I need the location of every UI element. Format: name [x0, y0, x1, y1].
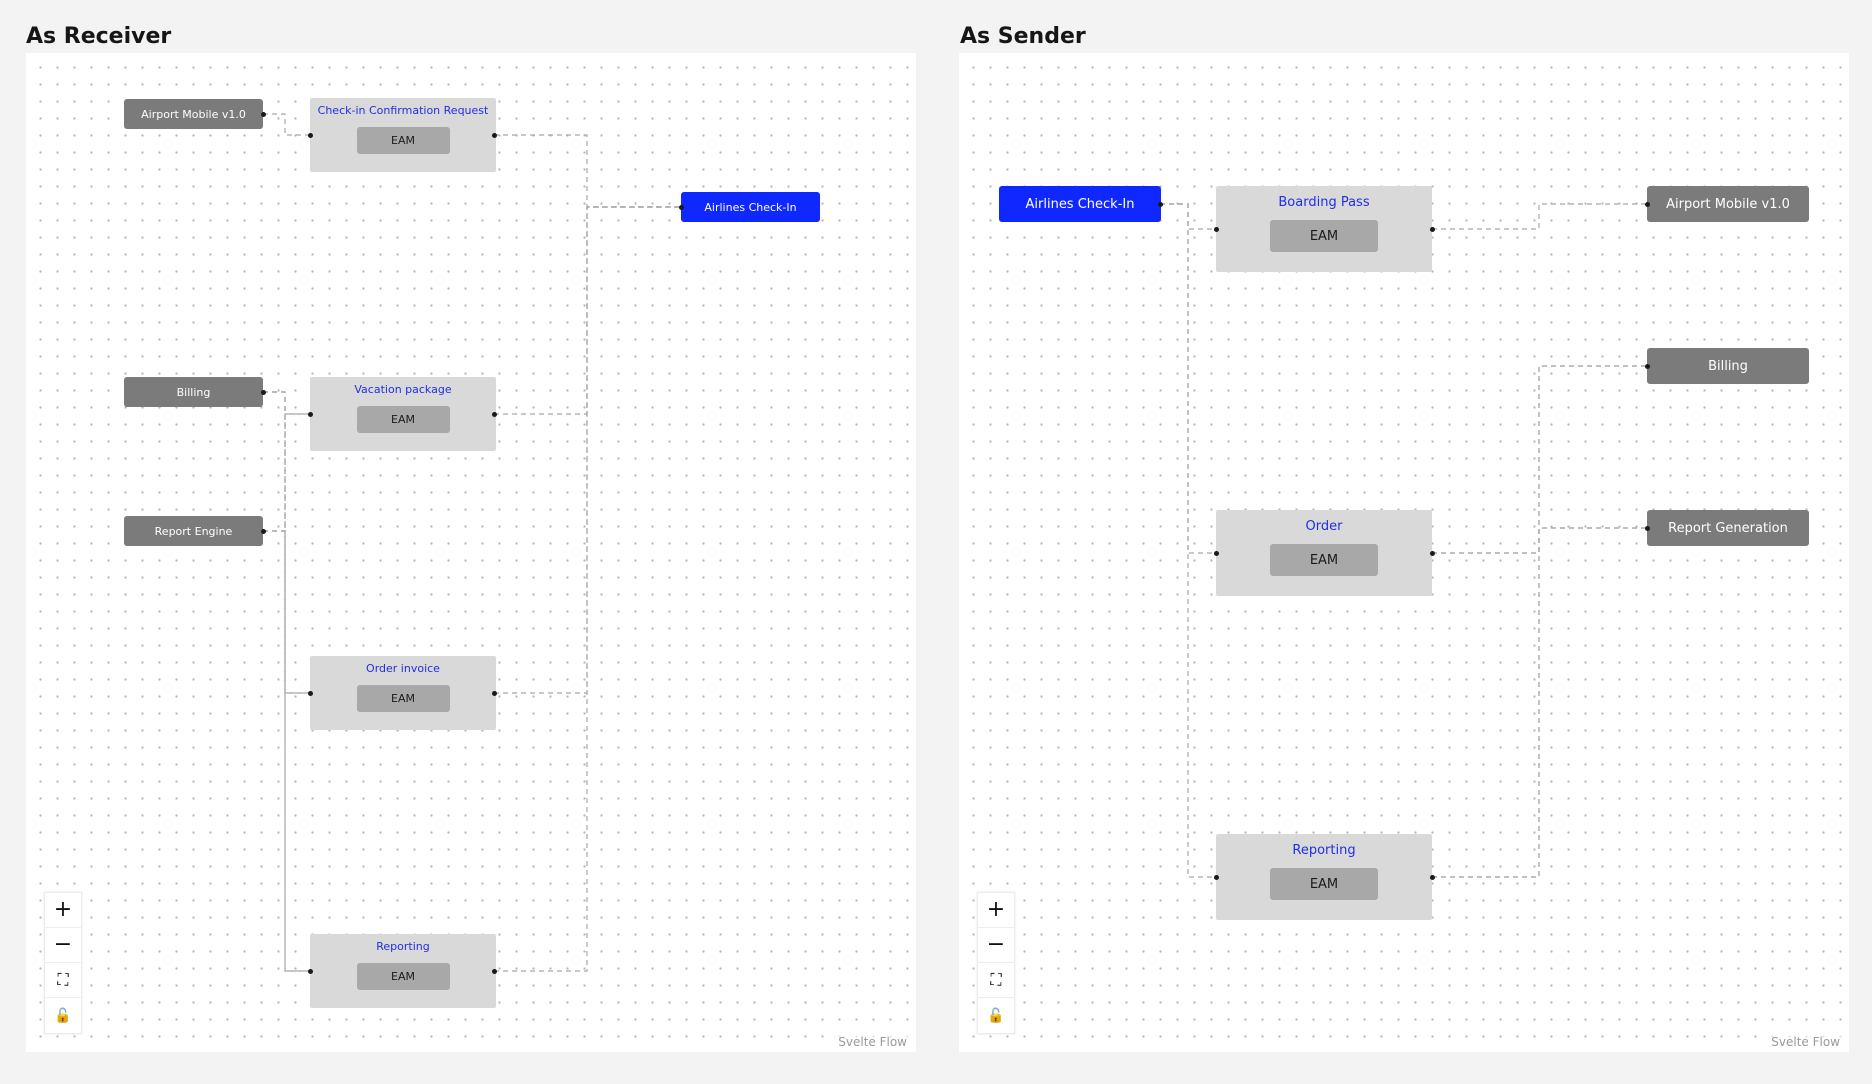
source-handle[interactable] [260, 528, 266, 534]
edge-boarding-pass-to-airport-mobile [1432, 203, 1647, 230]
edge-reporting-to-airlines-checkin [494, 206, 681, 972]
fit-view-button[interactable]: ⛶ [978, 963, 1014, 998]
source-handle[interactable] [491, 411, 497, 417]
edge-reporting-to-report-generation [1432, 527, 1647, 878]
edge-airport-mobile-to-checkin-confirmation [263, 113, 310, 136]
node-airlines-checkin[interactable]: Airlines Check-In [681, 192, 820, 222]
source-handle[interactable] [1429, 874, 1435, 880]
eam-tag[interactable]: EAM [356, 406, 450, 433]
group-vacation-package[interactable]: Vacation package EAM [310, 377, 496, 451]
receiver-edges [263, 113, 681, 972]
edge-report-engine-to-vacation-package [263, 413, 310, 532]
edge-billing-to-vacation-package [263, 391, 310, 415]
target-handle[interactable] [307, 968, 313, 974]
node-airport-mobile[interactable]: Airport Mobile v1.0 [1647, 186, 1809, 222]
source-handle[interactable] [1157, 201, 1163, 207]
zoom-in-button[interactable]: + [978, 893, 1014, 928]
group-title: Reporting [376, 940, 430, 953]
eam-tag[interactable]: EAM [1270, 220, 1378, 252]
edge-checkin-confirmation-to-airlines-checkin [494, 134, 681, 208]
receiver-title: As Receiver [26, 24, 172, 49]
group-title: Reporting [1292, 843, 1356, 858]
source-handle[interactable] [1429, 226, 1435, 232]
receiver-flow-canvas[interactable]: Airport Mobile v1.0 Billing Report Engin… [26, 53, 916, 1052]
edge-vacation-package-to-airlines-checkin [494, 206, 681, 415]
target-handle[interactable] [1213, 550, 1219, 556]
node-report-generation[interactable]: Report Generation [1647, 510, 1809, 546]
zoom-in-button[interactable]: + [45, 893, 81, 928]
source-handle[interactable] [491, 968, 497, 974]
node-billing[interactable]: Billing [1647, 348, 1809, 384]
eam-tag[interactable]: EAM [1270, 544, 1378, 576]
group-title: Order [1305, 519, 1343, 534]
group-checkin-confirmation-request[interactable]: Check-in Confirmation Request EAM [310, 98, 496, 172]
sender-title: As Sender [960, 24, 1086, 49]
target-handle[interactable] [1213, 874, 1219, 880]
group-title: Vacation package [354, 383, 452, 396]
group-title: Order invoice [366, 662, 440, 675]
group-order-invoice[interactable]: Order invoice EAM [310, 656, 496, 730]
lock-button[interactable]: 🔓 [978, 998, 1014, 1033]
flow-controls: + − ⛶ 🔓 [44, 892, 82, 1034]
target-handle[interactable] [1644, 363, 1650, 369]
svelte-flow-attribution[interactable]: Svelte Flow [1768, 1034, 1843, 1050]
zoom-out-button[interactable]: − [978, 928, 1014, 963]
target-handle[interactable] [1644, 201, 1650, 207]
group-boarding-pass[interactable]: Boarding Pass EAM [1216, 186, 1432, 272]
eam-tag[interactable]: EAM [356, 963, 450, 990]
source-handle[interactable] [491, 690, 497, 696]
zoom-out-button[interactable]: − [45, 928, 81, 963]
target-handle[interactable] [307, 411, 313, 417]
sender-edges [1160, 203, 1647, 878]
fit-view-button[interactable]: ⛶ [45, 963, 81, 998]
target-handle[interactable] [307, 132, 313, 138]
edge-airlines-checkin-to-reporting [1160, 203, 1216, 878]
eam-tag[interactable]: EAM [356, 127, 450, 154]
source-handle[interactable] [260, 111, 266, 117]
edge-report-engine-to-order-invoice [263, 530, 310, 694]
eam-tag[interactable]: EAM [1270, 868, 1378, 900]
group-order[interactable]: Order EAM [1216, 510, 1432, 596]
eam-tag[interactable]: EAM [356, 685, 450, 712]
node-report-engine[interactable]: Report Engine [124, 516, 263, 546]
flow-controls: + − ⛶ 🔓 [977, 892, 1015, 1034]
group-reporting[interactable]: Reporting EAM [310, 934, 496, 1008]
target-handle[interactable] [678, 204, 684, 210]
source-handle[interactable] [1429, 550, 1435, 556]
edge-billing-to-order-invoice [263, 391, 310, 694]
lock-button[interactable]: 🔓 [45, 998, 81, 1033]
target-handle[interactable] [307, 690, 313, 696]
target-handle[interactable] [1213, 226, 1219, 232]
svelte-flow-attribution[interactable]: Svelte Flow [835, 1034, 910, 1050]
source-handle[interactable] [260, 389, 266, 395]
group-title: Boarding Pass [1278, 195, 1370, 210]
edge-billing-to-reporting [263, 391, 310, 972]
node-airlines-checkin[interactable]: Airlines Check-In [999, 186, 1161, 222]
edge-report-engine-to-reporting [263, 530, 310, 972]
target-handle[interactable] [1644, 525, 1650, 531]
node-airport-mobile[interactable]: Airport Mobile v1.0 [124, 99, 263, 129]
sender-flow-canvas[interactable]: Airlines Check-In Airport Mobile v1.0 Bi… [959, 53, 1849, 1052]
node-billing[interactable]: Billing [124, 377, 263, 407]
group-reporting[interactable]: Reporting EAM [1216, 834, 1432, 920]
source-handle[interactable] [491, 132, 497, 138]
group-title: Check-in Confirmation Request [317, 104, 489, 117]
